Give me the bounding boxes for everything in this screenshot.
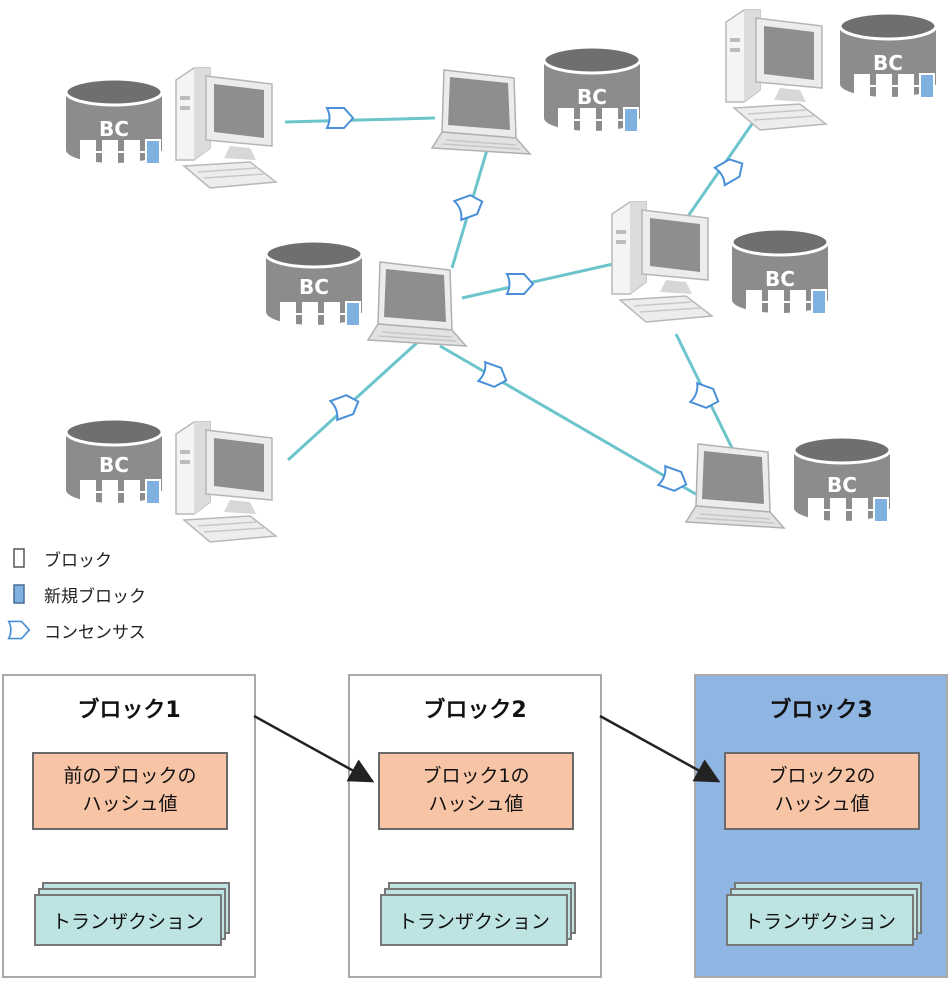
node-desktop-4: BC <box>64 417 277 543</box>
hash-line: ブロック1の <box>422 765 530 788</box>
blockchain-network-diagram: BC BC BC BC BC BC BC <box>64 9 944 543</box>
legend: ブロック 新規ブロック コンセンサス <box>6 540 146 648</box>
prev-hash-box: ブロック1の ハッシュ値 <box>378 752 574 830</box>
prev-hash-box: ブロック2の ハッシュ値 <box>724 752 920 830</box>
prev-hash-box: 前のブロックの ハッシュ値 <box>32 752 228 830</box>
node-desktop-2: BC <box>725 9 944 131</box>
node-laptop-2: BC <box>264 239 467 347</box>
block-3: ブロック3 ブロック2の ハッシュ値 トランザクション <box>694 674 948 978</box>
block-title: ブロック3 <box>769 698 873 723</box>
hash-line: ハッシュ値 <box>428 793 524 815</box>
block-title: ブロック2 <box>423 698 527 723</box>
block-2: ブロック2 ブロック1の ハッシュ値 トランザクション <box>348 674 602 978</box>
block-1: ブロック1 前のブロックの ハッシュ値 トランザクション <box>2 674 256 978</box>
db-label: BC <box>99 453 129 477</box>
legend-label: 新規ブロック <box>44 586 146 607</box>
new-block-icon <box>6 581 32 607</box>
legend-item-new-block: 新規ブロック <box>6 576 146 612</box>
consensus-icon <box>6 617 32 643</box>
db-label: BC <box>765 267 795 291</box>
hash-line: 前のブロックの <box>63 765 197 788</box>
legend-label: コンセンサス <box>44 622 146 643</box>
transactions-stack: トランザクション <box>380 882 580 956</box>
transaction-label: トランザクション <box>726 894 914 946</box>
legend-item-consensus: コンセンサス <box>6 612 146 648</box>
block-icon <box>6 545 32 571</box>
legend-item-block: ブロック <box>6 540 146 576</box>
db-label: BC <box>99 117 129 141</box>
db-label: BC <box>873 51 903 75</box>
transaction-label: トランザクション <box>34 894 222 946</box>
node-desktop-1: BC <box>64 67 277 189</box>
node-desktop-3: BC <box>611 201 836 323</box>
node-laptop-1: BC <box>431 45 648 155</box>
node-laptop-3: BC <box>685 435 898 529</box>
transactions-stack: トランザクション <box>726 882 926 956</box>
transactions-stack: トランザクション <box>34 882 234 956</box>
hash-line: ハッシュ値 <box>774 793 870 815</box>
transaction-label: トランザクション <box>380 894 568 946</box>
db-label: BC <box>299 275 329 299</box>
hash-line: ブロック2の <box>768 765 876 788</box>
hash-line: ハッシュ値 <box>82 793 178 815</box>
db-label: BC <box>577 85 607 109</box>
block-title: ブロック1 <box>77 698 181 723</box>
legend-label: ブロック <box>44 550 112 571</box>
db-label: BC <box>827 473 857 497</box>
